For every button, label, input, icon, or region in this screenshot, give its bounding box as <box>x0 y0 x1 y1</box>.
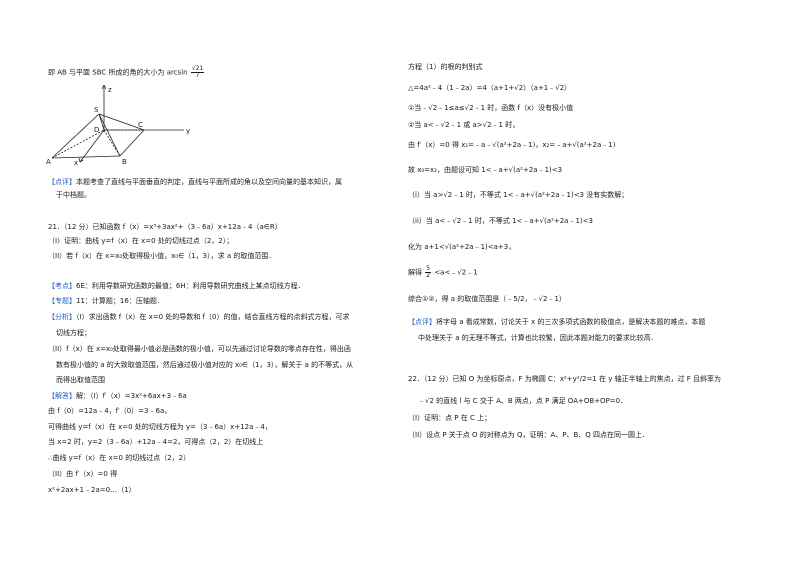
question-21-stem: 21．（12 分）已知函数 f（x）=x³+3ax²+（3﹣6a）x+12a﹣4… <box>48 223 282 231</box>
kaodian-line: 【考点】6E：利用导数研究函数的最值；6H：利用导数研究曲线上某点切线方程． <box>48 281 305 291</box>
jieda-text: 由 f（0）=12a﹣4，f′（0）=3﹣6a， <box>48 407 172 415</box>
label-b: B <box>122 158 127 166</box>
label-s: S <box>94 106 99 114</box>
jieda-text: 可得曲线 y=f（x）在 x=0 处的切线方程为 y=（3﹣6a）x+12a﹣4… <box>48 423 272 431</box>
fenxi-text: 切线方程； <box>56 329 91 337</box>
jieda-text: 当 x=2 时，y=2（3﹣6a）+12a﹣4=2，可得点（2，2）在切线上 <box>48 438 264 446</box>
fenxi-text: 数有极小值的 a 的大致取值范围，然后通过极小值对应的 x₀∈（1，3），解关于… <box>56 361 354 369</box>
fenxi-text: （II）f（x）在 x=x₀处取得最小值必是函数的极小值，可以先通过讨论导数的零… <box>48 345 351 353</box>
label-a: A <box>46 158 51 166</box>
zhuanti-line: 【专题】11：计算题；16：压轴题． <box>48 296 164 306</box>
zhuanti-text: 11：计算题；16：压轴题． <box>76 297 164 305</box>
zhuanti-tag: 【专题】 <box>48 297 76 305</box>
fenxi-text: 而得出取值范围 <box>56 376 105 384</box>
label-y: y <box>186 127 190 135</box>
label-x: x <box>74 159 78 166</box>
case-2-text: ②当 a<﹣√2﹣1 或 a>√2﹣1 时， <box>408 121 520 129</box>
subcase-ii-text: （ii）当 a<﹣√2﹣1 时，不等式 1<﹣a+√(a²+2a﹣1)<3 <box>408 217 593 225</box>
roots-formula: 由 f′（x）=0 得 x₁=﹣a﹣√(a²+2a﹣1)，x₂=﹣a+√(a²+… <box>408 141 616 149</box>
kaodian-text: 6E：利用导数研究函数的最值；6H：利用导数研究曲线上某点切线方程． <box>76 282 305 290</box>
question-22-part-2: （II）设点 P 关于点 O 的对称点为 Q，证明：A、P、B、Q 四点在同一圆… <box>408 431 650 439</box>
solve-fraction: 5 2 <box>425 265 432 279</box>
question-21-part-2: （II）若 f（x）在 x=x₀处取得极小值，x₀∈（1，3），求 a 的取值范… <box>48 252 276 260</box>
comment-continuation: 于中档题。 <box>56 191 91 199</box>
solve-inequality: <a<﹣√2﹣1 <box>434 268 478 277</box>
answer-line: 即 AB 与平面 SBC 所成的角的大小为 arcsin √21 7 <box>48 66 205 79</box>
jieda-text: x²+2ax+1﹣2a=0…（1） <box>48 486 136 494</box>
fraction-numerator: √21 <box>190 65 205 73</box>
jieda-text: ∴曲线 y=f（x）在 x=0 的切线过点（2，2） <box>48 454 191 462</box>
fenxi-tag: 【分析】 <box>48 313 76 321</box>
label-d: D <box>94 126 99 134</box>
dianping-text: 将字母 a 看成常数，讨论关于 x 的三次多项式函数的极值点，是解决本题的难点，… <box>436 318 706 326</box>
pyramid-figure: z S D C y A B x <box>46 84 190 166</box>
question-21-part-1: （I）证明：曲线 y=f（x）在 x=0 处的切线过点（2，2）； <box>48 237 234 245</box>
fraction-denominator: 2 <box>426 272 431 279</box>
solution-text: 方程（1）的根的判别式 <box>408 63 483 71</box>
dianping-line: 【点评】将字母 a 看成常数，讨论关于 x 的三次多项式函数的极值点，是解决本题… <box>408 317 705 327</box>
jieda-text: （II）由 f′（x）=0 得 <box>48 470 118 478</box>
fraction-numerator: 5 <box>425 265 432 273</box>
answer-range: 综合①②，得 a 的取值范围是（﹣5/2，﹣√2﹣1） <box>408 295 566 303</box>
dianping-tag: 【点评】 <box>408 318 436 326</box>
comment-text: 本题考查了直线与平面垂直的判定，直线与平面所成的角以及空间向量的基本知识，属 <box>76 178 342 186</box>
fenxi-text: （I）求出函数 f（x）在 x=0 处的导数和 f（0）的值，结合直线方程的点斜… <box>76 313 350 321</box>
solve-line: 解得 5 2 <a<﹣√2﹣1 <box>408 266 478 279</box>
fraction-denominator: 7 <box>195 72 200 79</box>
fenxi-line: 【分析】（I）求出函数 f（x）在 x=0 处的导数和 f（0）的值，结合直线方… <box>48 312 349 322</box>
jieda-text: 解：（I）f′（x）=3x²+6ax+3﹣6a <box>76 392 187 400</box>
solve-label: 解得 <box>408 268 422 277</box>
label-z: z <box>108 86 112 94</box>
comment-tag: 【点评】 <box>48 178 76 186</box>
jieda-line: 【解答】解：（I）f′（x）=3x²+6ax+3﹣6a <box>48 391 187 401</box>
question-22-stem: 22．（12 分）已知 O 为坐标原点，F 为椭圆 C：x²+y²/2=1 在 … <box>408 375 722 383</box>
solution-text: 故 x₀=x₂，由题设可知 1<﹣a+√(a²+2a﹣1)<3 <box>408 166 563 174</box>
arcsin-fraction: √21 7 <box>190 65 205 79</box>
kaodian-tag: 【考点】 <box>48 282 76 290</box>
question-22-part-1: （I）证明：点 P 在 C 上； <box>408 414 492 422</box>
subcase-i-text: （i）当 a>√2﹣1 时，不等式 1<﹣a+√(a²+2a﹣1)<3 没有实数… <box>408 191 629 199</box>
question-22-stem: ﹣√2 的直线 l 与 C 交于 A、B 两点，点 P 满足 OA+OB+OP=… <box>418 397 628 405</box>
case-1-text: ①当﹣√2﹣1≤a≤√2﹣1 时，函数 f（x）没有极小值 <box>408 104 574 112</box>
answer-text: 即 AB 与平面 SBC 所成的角的大小为 arcsin <box>48 68 188 77</box>
discriminant-formula: △=4a²﹣4（1﹣2a）=4（a+1+√2）（a+1﹣√2） <box>408 84 572 92</box>
label-c: C <box>138 121 143 129</box>
dianping-text: 中处理关于 a 的无理不等式，计算也比较繁，因此本题对能力的要求比较高． <box>418 334 658 342</box>
comment-line: 【点评】本题考查了直线与平面垂直的判定，直线与平面所成的角以及空间向量的基本知识… <box>48 177 342 187</box>
solution-text: 化为 a+1<√(a²+2a﹣1)<a+3， <box>408 243 516 251</box>
jieda-tag: 【解答】 <box>48 392 76 400</box>
